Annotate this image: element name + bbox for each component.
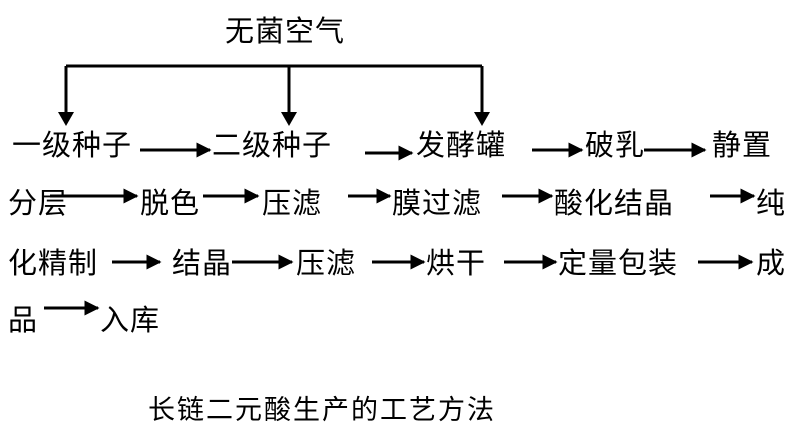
step-purify-part-2: 化精制 bbox=[8, 246, 99, 280]
step-product-part-2: 品 bbox=[8, 303, 39, 337]
step-acidify-crystallize: 酸化结晶 bbox=[554, 186, 675, 220]
arrowhead-fermenter bbox=[474, 112, 490, 126]
step-stand: 静置 bbox=[712, 128, 773, 162]
step-primary-seed: 一级种子 bbox=[12, 128, 133, 162]
diagram-caption: 长链二元酸生产的工艺方法 bbox=[148, 395, 496, 426]
step-secondary-seed: 二级种子 bbox=[212, 128, 333, 162]
step-fermenter: 发酵罐 bbox=[416, 128, 507, 162]
arrowhead-seed2 bbox=[281, 112, 297, 126]
step-press-filter-2: 压滤 bbox=[296, 246, 357, 280]
step-press-filter-1: 压滤 bbox=[262, 186, 323, 220]
step-membrane-filter: 膜过滤 bbox=[392, 186, 483, 220]
step-decolorize: 脱色 bbox=[140, 186, 201, 220]
step-purify-part-1: 纯 bbox=[756, 186, 787, 220]
step-crystallize: 结晶 bbox=[172, 246, 233, 280]
step-warehouse: 入库 bbox=[100, 303, 161, 337]
step-demulsify: 破乳 bbox=[585, 128, 646, 162]
air-distribution-bracket bbox=[64, 64, 484, 116]
sterile-air-label: 无菌空气 bbox=[225, 14, 346, 48]
step-dry: 烘干 bbox=[426, 246, 487, 280]
step-quantitative-packaging: 定量包装 bbox=[558, 246, 679, 280]
arrowhead-seed1 bbox=[58, 112, 74, 126]
step-stratify: 分层 bbox=[8, 186, 69, 220]
step-product-part-1: 成 bbox=[756, 246, 787, 280]
